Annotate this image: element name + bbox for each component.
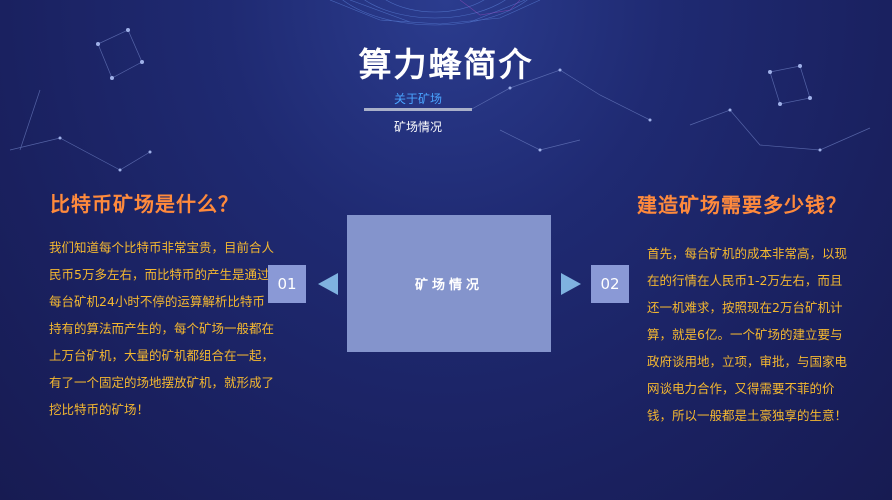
tab-mine-status[interactable]: 矿场情况 [393,120,442,134]
right-paragraph: 首先，每台矿机的成本非常高，以现在的行情在人民币1-2万左右，而且还一机难求，按… [647,246,848,423]
tab-about-mine[interactable]: 关于矿场 [393,92,442,106]
page-title: 算力蜂简介 [358,45,534,84]
number-box-02[interactable]: 02 [591,265,629,303]
tab-underline [364,108,472,111]
arrow-left-icon[interactable] [318,273,338,295]
number-box-01[interactable]: 01 [268,265,306,303]
right-heading: 建造矿场需要多少钱？ [637,193,847,217]
center-card-label: 矿场情况 [414,278,483,293]
left-heading: 比特币矿场是什么？ [50,192,239,216]
center-card: 矿场情况 [347,215,551,352]
left-paragraph: 我们知道每个比特币非常宝贵，目前合人民币5万多左右，而比特币的产生是通过每台矿机… [49,240,275,417]
arrow-right-icon[interactable] [561,273,581,295]
